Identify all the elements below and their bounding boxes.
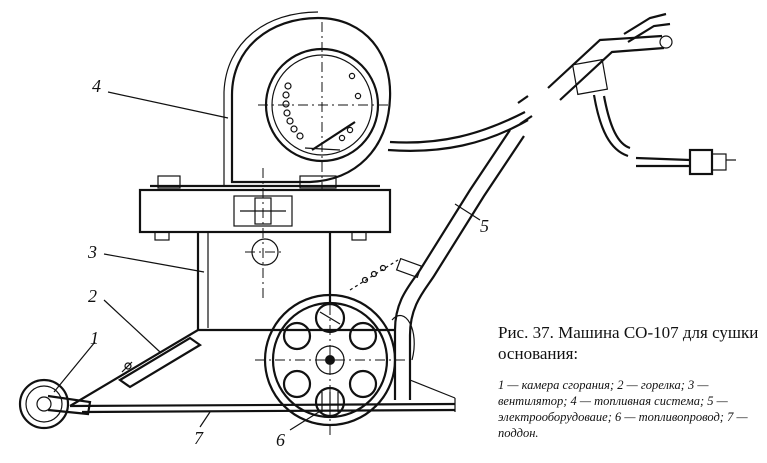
label-4: 4	[92, 76, 101, 96]
combustion-column	[196, 232, 332, 330]
figure-caption-title: Рис. 37. Машина СО-107 для сушки основан…	[498, 323, 759, 363]
label-2: 2	[88, 286, 97, 306]
fan-housing	[223, 11, 392, 190]
label-6: 6	[276, 430, 285, 450]
leader-lines	[53, 91, 481, 431]
tray	[69, 328, 456, 414]
fan-blades	[282, 72, 362, 142]
handle-grip	[547, 12, 736, 176]
label-5: 5	[480, 216, 489, 236]
label-3: 3	[87, 242, 97, 262]
front-wheel	[18, 378, 92, 430]
label-7: 7	[194, 428, 204, 448]
label-1: 1	[90, 328, 99, 348]
burner-platform	[138, 168, 392, 300]
big-wheel	[255, 285, 405, 435]
figure-caption-legend: 1 — камера сгорания; 2 — горелка; 3 — ве…	[498, 378, 748, 440]
handle	[349, 95, 533, 400]
